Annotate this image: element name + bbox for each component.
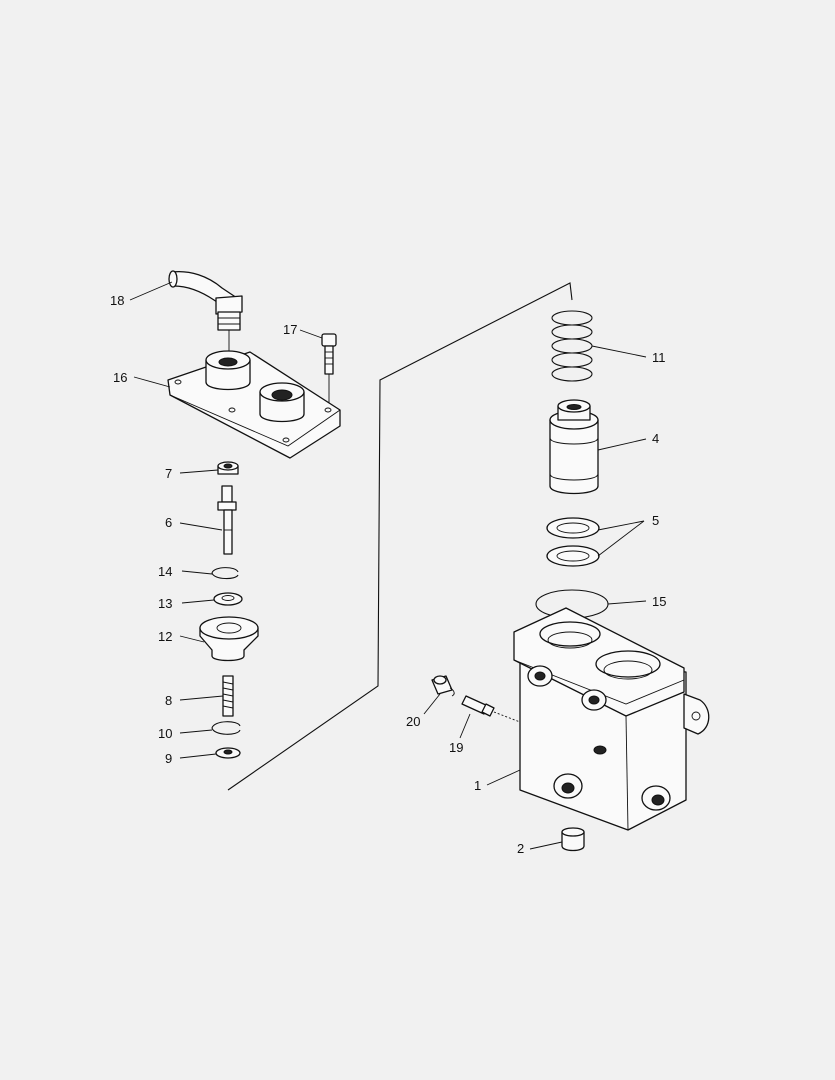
part-5-seal-rings (546, 517, 600, 567)
part-1-valve-body (513, 607, 710, 831)
callout-label-5: 5 (652, 513, 659, 528)
callout-label-4: 4 (652, 431, 659, 446)
part-4-piston (549, 399, 599, 495)
callout-label-12: 12 (158, 629, 172, 644)
assembly-guide-line (227, 282, 573, 791)
callout-label-18: 18 (110, 293, 124, 308)
part-12-spring-seat (199, 616, 259, 662)
callout-label-9: 9 (165, 751, 172, 766)
callout-label-14: 14 (158, 564, 172, 579)
callout-label-15: 15 (652, 594, 666, 609)
part-13-washer (213, 592, 243, 606)
part-14-circlip (211, 567, 239, 580)
callout-label-7: 7 (165, 466, 172, 481)
callout-label-8: 8 (165, 693, 172, 708)
part-20-bleed-cap (431, 675, 455, 697)
callout-label-10: 10 (158, 726, 172, 741)
callout-label-20: 20 (406, 714, 420, 729)
part-8-threaded-pin (222, 675, 234, 717)
callout-label-16: 16 (113, 370, 127, 385)
part-16-cover-plate (167, 350, 341, 459)
callout-label-2: 2 (517, 841, 524, 856)
part-9-small-washer (215, 747, 241, 759)
part-19-bleed-screw (461, 695, 521, 723)
part-6-valve-stem (217, 485, 237, 555)
callout-label-19: 19 (449, 740, 463, 755)
callout-label-6: 6 (165, 515, 172, 530)
part-18-elbow-fitting (168, 270, 243, 352)
part-11-coil-spring (551, 310, 593, 382)
callout-label-11: 11 (652, 350, 666, 365)
part-2-plug (561, 827, 585, 852)
part-10-circlip (211, 721, 241, 735)
callout-label-13: 13 (158, 596, 172, 611)
callout-label-1: 1 (474, 778, 481, 793)
callout-label-17: 17 (283, 322, 297, 337)
leader-lines (129, 281, 647, 850)
part-17-bolt (321, 333, 337, 404)
part-7-nut (217, 461, 239, 475)
